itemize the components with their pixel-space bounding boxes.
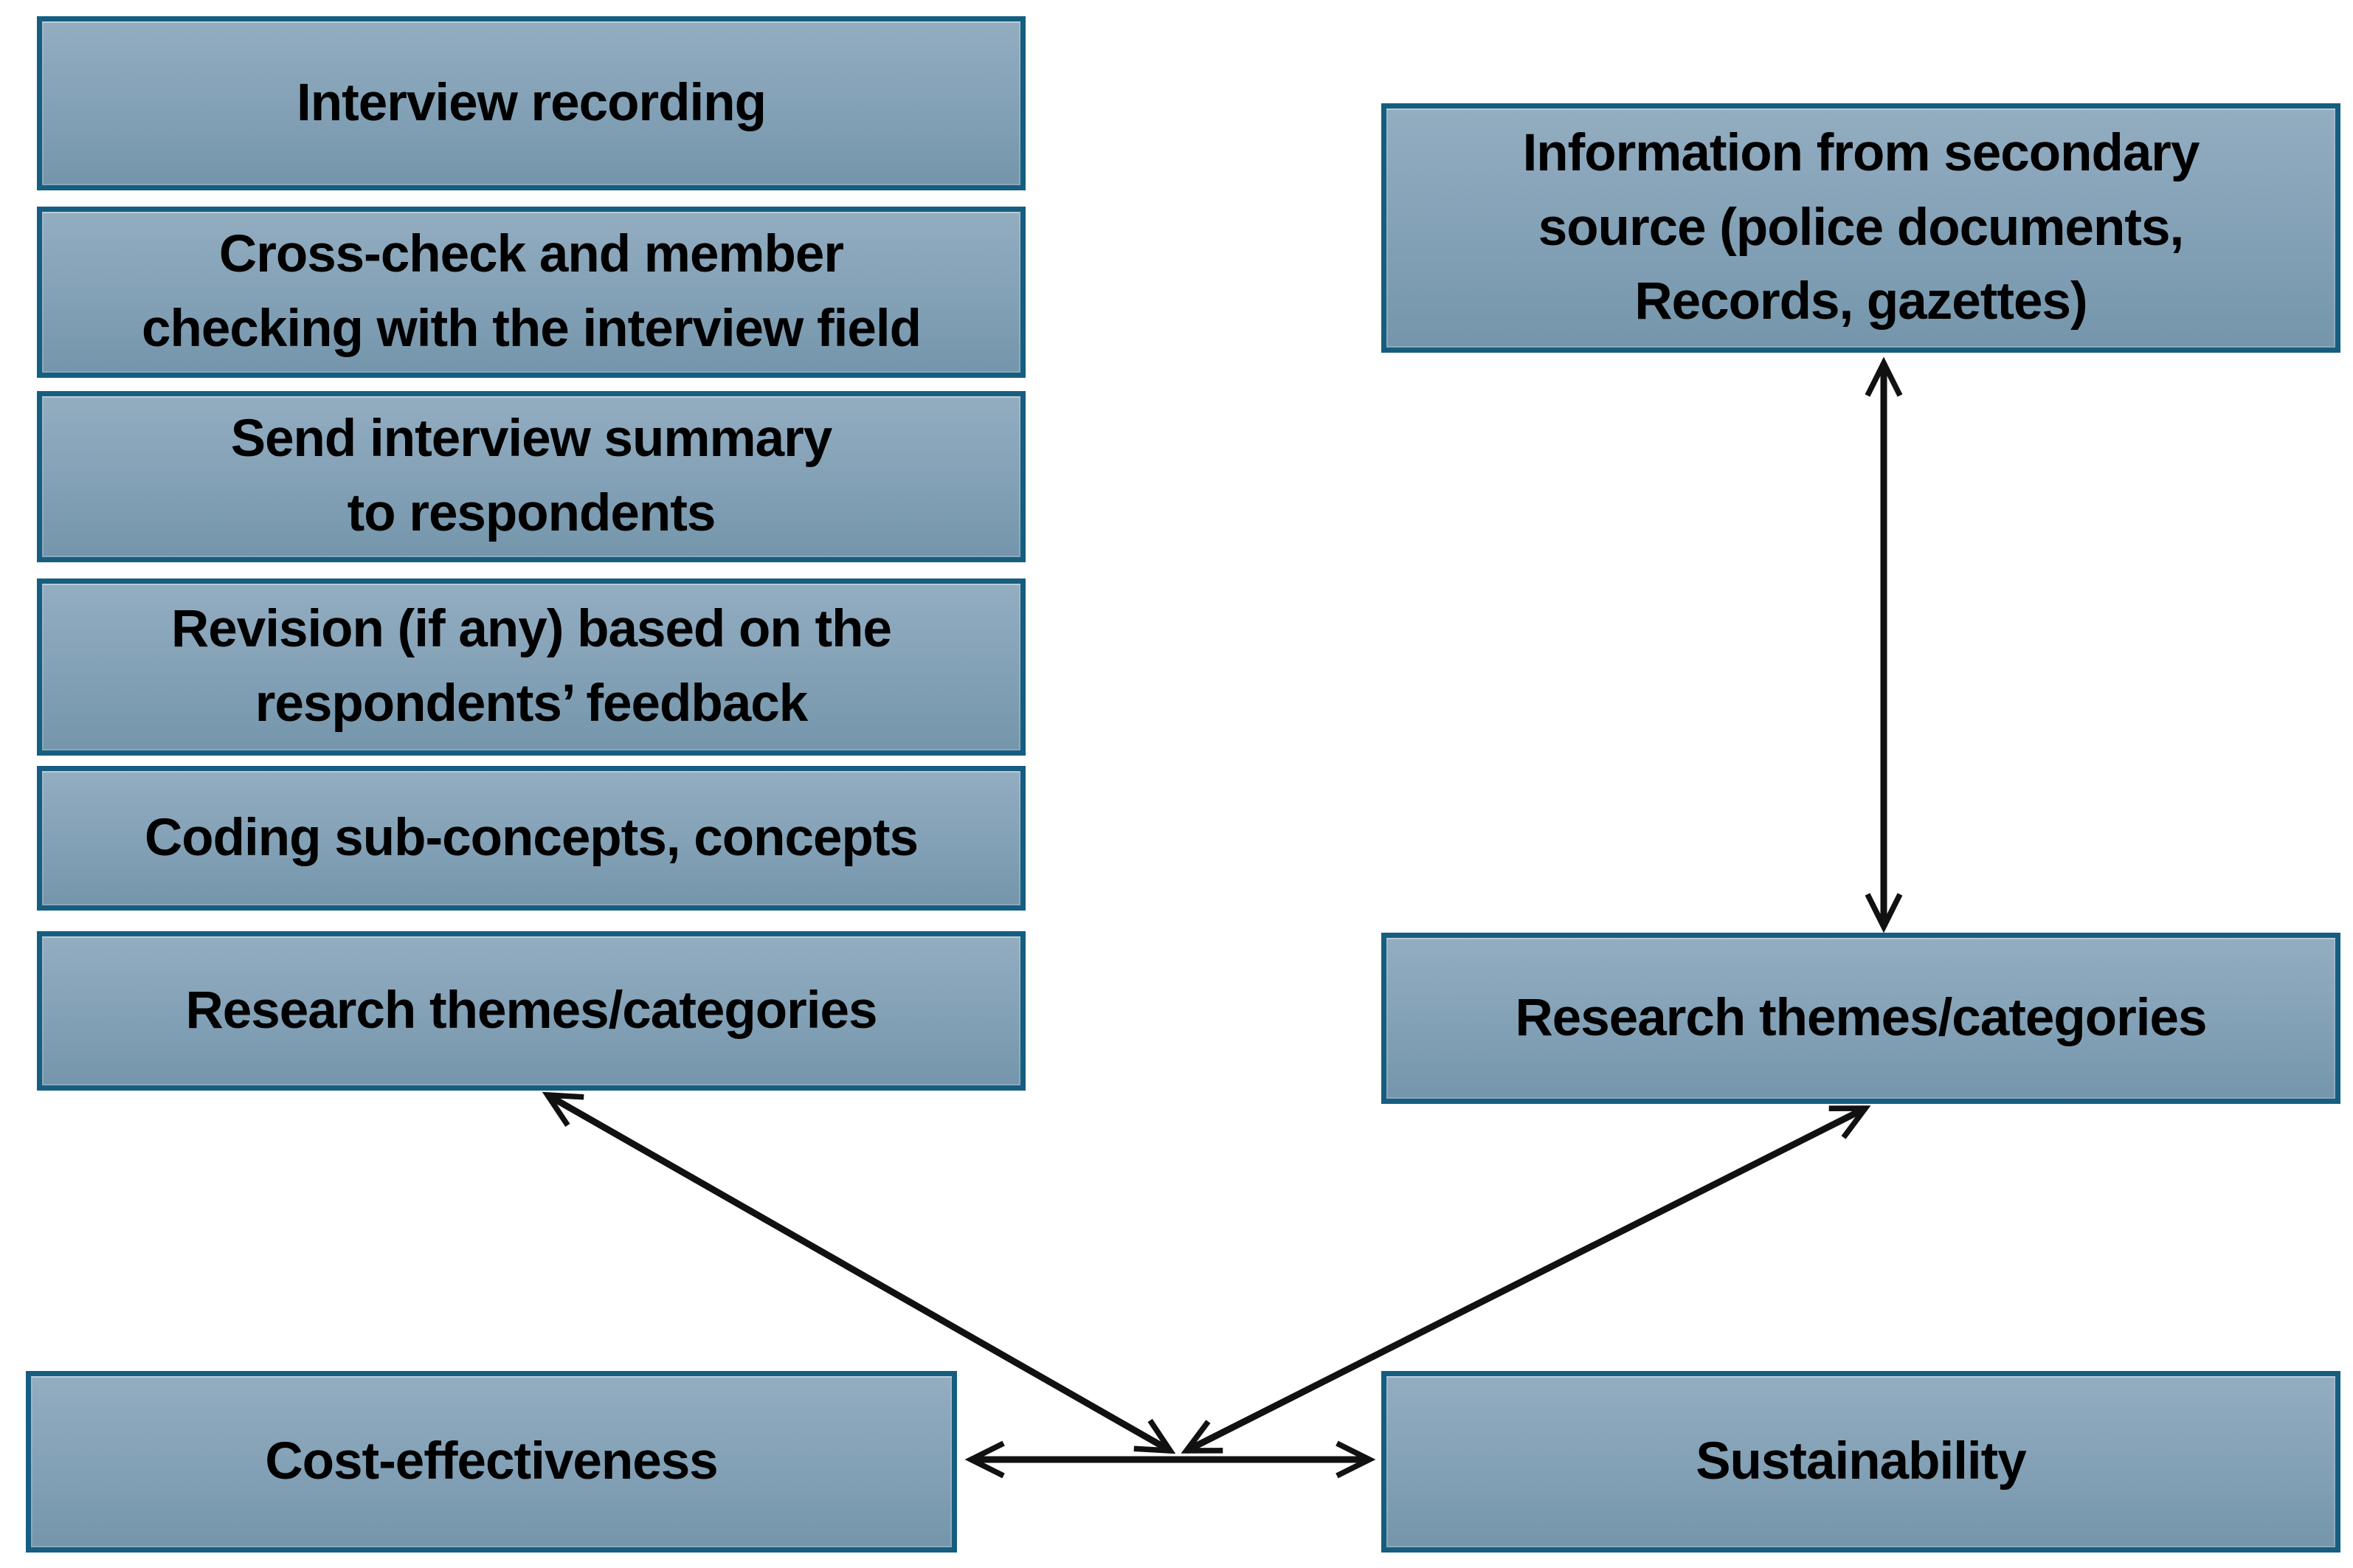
box-research-themes-right: Research themes/categories [1381,933,2340,1104]
box-cross-check-member-checking: Cross-check and member checking with the… [37,207,1026,378]
box-research-themes-left-label: Research themes/categories [185,981,878,1040]
box-cost-effectiveness: Cost-effectiveness [26,1371,957,1553]
box-send-interview-summary: Send interview summary to respondents [37,391,1026,562]
box-revision-respondents-feedback-label: Revision (if any) based on the responden… [171,600,892,733]
box-sustainability: Sustainability [1381,1371,2340,1553]
box-interview-recording: Interview recording [37,16,1026,190]
box-research-themes-right-label: Research themes/categories [1515,988,2208,1047]
box-coding-sub-concepts: Coding sub-concepts, concepts [37,766,1026,911]
box-cross-check-member-checking-label: Cross-check and member checking with the… [142,225,922,358]
box-cost-effectiveness-label: Cost-effectiveness [265,1431,718,1491]
box-revision-respondents-feedback: Revision (if any) based on the responden… [37,578,1026,756]
box-interview-recording-label: Interview recording [297,73,767,132]
box-send-interview-summary-label: Send interview summary to respondents [230,410,833,542]
box-coding-sub-concepts-label: Coding sub-concepts, concepts [145,808,919,867]
box-sustainability-label: Sustainability [1696,1431,2027,1491]
box-information-secondary-source: Information from secondary source (polic… [1381,103,2340,353]
box-research-themes-left: Research themes/categories [37,931,1026,1091]
box-information-secondary-source-label: Information from secondary source (polic… [1522,123,2200,331]
